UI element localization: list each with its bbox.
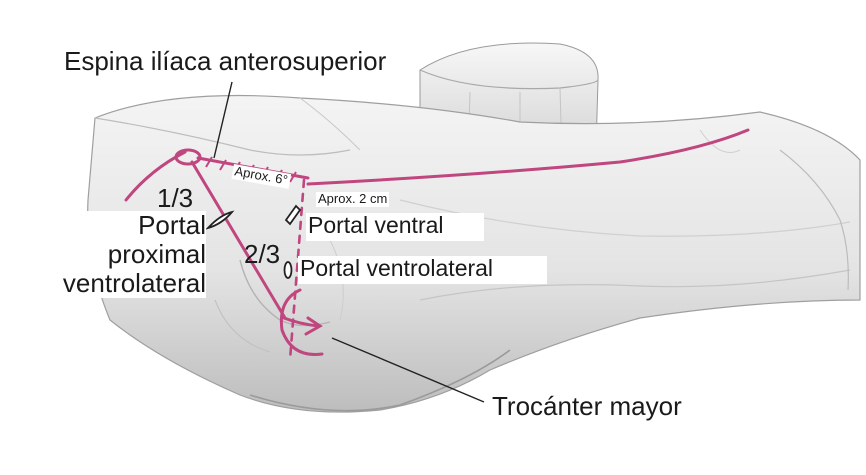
proximal-portal-mark <box>205 210 235 230</box>
distance-label: Aprox. 2 cm <box>316 191 390 207</box>
portal-incisions <box>205 204 302 279</box>
proximal-portal-line1: Portal <box>138 210 206 240</box>
iliac-crest-line <box>124 150 187 202</box>
two-thirds-label: 2/3 <box>244 239 281 269</box>
femoral-axis-line <box>306 128 750 186</box>
ventral-portal-mark <box>284 204 302 226</box>
one-third-label: 1/3 <box>157 183 194 213</box>
proximal-portal-line2: proximal <box>107 239 206 270</box>
proximal-portal-label: Portal proximal ventrolateral <box>40 210 206 299</box>
trochanter-arrow <box>282 316 320 328</box>
trochanter-arrowhead <box>304 316 323 336</box>
asis-label: Espina ilíaca anterosuperior <box>60 46 391 77</box>
vertical-dashed-line <box>288 178 306 362</box>
trochanter-leader <box>331 337 485 403</box>
proximal-portal-line3: ventrolateral <box>62 268 206 299</box>
ventrolateral-portal-label: Portal ventrolateral <box>298 255 548 284</box>
asis-to-trochanter-line <box>190 160 287 320</box>
trochanter-outline <box>279 288 324 356</box>
leader-lines <box>213 81 485 403</box>
trochanter-label: Trocánter mayor <box>488 391 686 422</box>
ventral-portal-label: Portal ventral <box>306 212 484 241</box>
asis-leader <box>213 81 233 159</box>
ventrolateral-portal-mark <box>283 261 293 279</box>
